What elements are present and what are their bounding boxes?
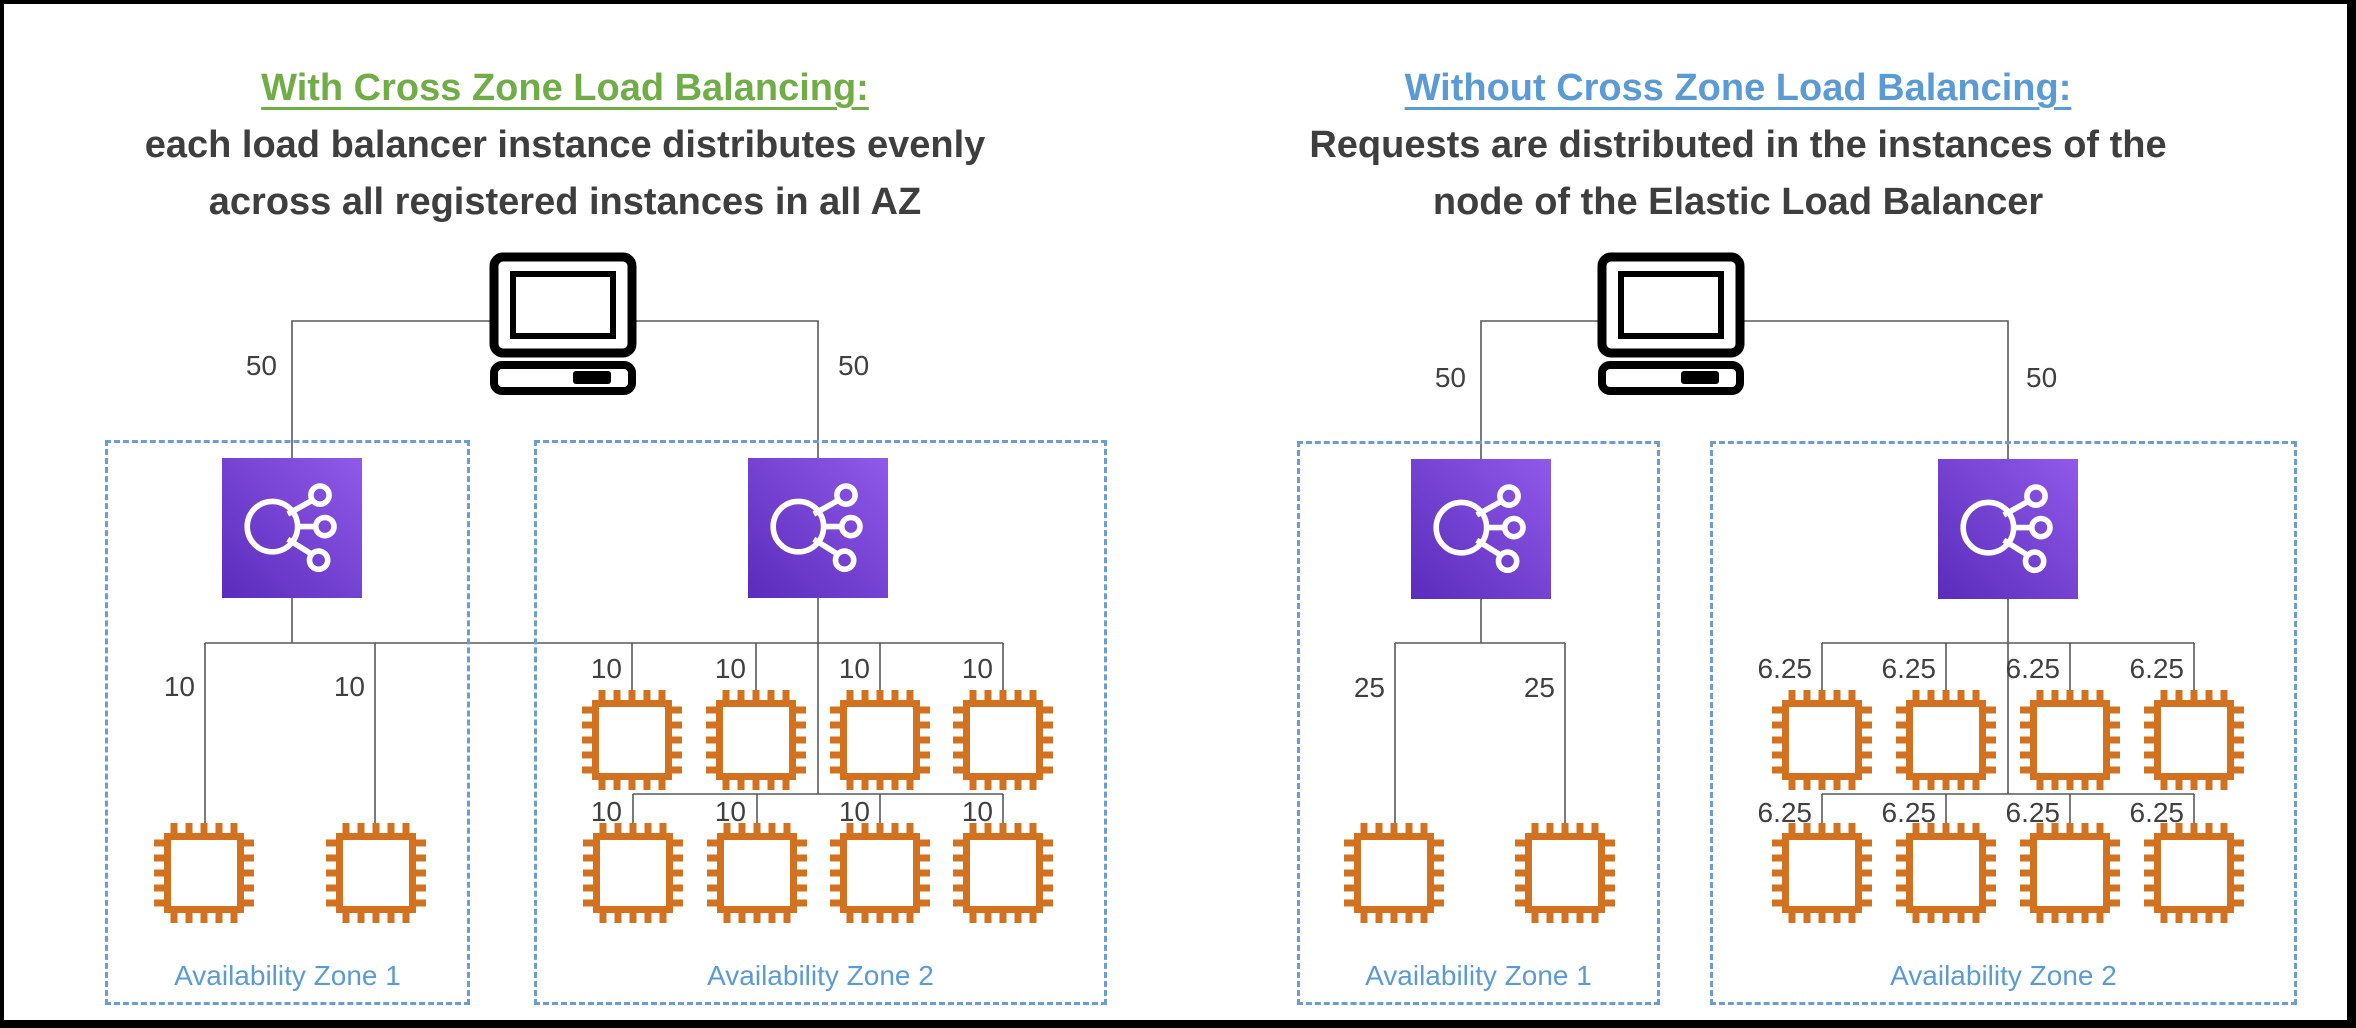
left-availability-zone-1-box: Availability Zone 1	[105, 440, 470, 1005]
traffic-label-6-25: 6.25	[2129, 653, 2185, 684]
traffic-label-6-25: 6.25	[2129, 797, 2185, 828]
right-diagram-header: Without Cross Zone Load Balancing: Reque…	[1238, 60, 2238, 231]
traffic-label-10: 10	[838, 653, 870, 684]
ec2-instance-chip-icon	[953, 823, 1053, 923]
ec2-instance-chip-icon	[2020, 823, 2120, 923]
right-availability-zone-1-box: Availability Zone 1	[1297, 441, 1660, 1005]
traffic-label-25: 25	[1523, 672, 1555, 703]
right-client-computer-icon	[1597, 252, 1745, 395]
right-diagram-title: Without Cross Zone Load Balancing:	[1404, 67, 2072, 109]
traffic-label-50: 50	[2026, 362, 2058, 393]
traffic-label-10: 10	[961, 653, 993, 684]
ec2-instance-chip-icon	[154, 823, 254, 923]
ec2-instance-chip-icon	[2144, 823, 2244, 923]
traffic-label-6-25: 6.25	[1757, 653, 1813, 684]
left-diagram-header: With Cross Zone Load Balancing: each loa…	[63, 60, 1067, 231]
traffic-label-10: 10	[590, 796, 622, 827]
left-az1-load-balancer-icon	[222, 458, 362, 598]
right-availability-zone-2-label: Availability Zone 2	[1890, 960, 2117, 991]
ec2-instance-chip-icon	[326, 823, 426, 923]
right-az2-load-balancer-icon	[1938, 459, 2078, 599]
traffic-label-10: 10	[163, 671, 195, 702]
ec2-instance-chip-icon	[830, 823, 930, 923]
ec2-instance-chip-icon	[1344, 823, 1444, 923]
traffic-label-6-25: 6.25	[1881, 653, 1937, 684]
left-diagram-title: With Cross Zone Load Balancing:	[261, 67, 869, 109]
left-client-computer-icon	[489, 252, 637, 395]
traffic-label-10: 10	[590, 653, 622, 684]
right-diagram-subtitle-line1: Requests are distributed in the instance…	[1309, 124, 2167, 166]
traffic-label-50: 50	[245, 350, 277, 381]
ec2-instance-chip-icon	[830, 690, 930, 790]
traffic-label-6-25: 6.25	[2005, 797, 2061, 828]
ec2-instance-chip-icon	[1896, 823, 1996, 923]
left-diagram-subtitle-line2: across all registered instances in all A…	[208, 181, 922, 223]
frame-border-top	[0, 0, 2356, 4]
frame-border-left	[0, 0, 4, 1028]
right-availability-zone-1-label: Availability Zone 1	[1365, 960, 1592, 991]
left-availability-zone-1-label: Availability Zone 1	[174, 960, 401, 991]
ec2-instance-chip-icon	[2020, 690, 2120, 790]
right-az1-load-balancer-icon	[1411, 459, 1551, 599]
ec2-instance-chip-icon	[707, 823, 807, 923]
ec2-instance-chip-icon	[706, 690, 806, 790]
ec2-instance-chip-icon	[583, 823, 683, 923]
left-az2-load-balancer-icon	[748, 458, 888, 598]
traffic-label-25: 25	[1353, 672, 1385, 703]
right-diagram-subtitle-line2: node of the Elastic Load Balancer	[1432, 181, 2044, 223]
traffic-label-50: 50	[838, 350, 870, 381]
traffic-label-10: 10	[714, 653, 746, 684]
left-availability-zone-2-box: Availability Zone 2	[534, 440, 1107, 1005]
left-diagram-subtitle-line1: each load balancer instance distributes …	[144, 124, 986, 166]
traffic-label-6-25: 6.25	[1757, 797, 1813, 828]
traffic-label-10: 10	[333, 671, 365, 702]
traffic-label-10: 10	[838, 796, 870, 827]
ec2-instance-chip-icon	[2144, 690, 2244, 790]
traffic-label-6-25: 6.25	[2005, 653, 2061, 684]
traffic-label-6-25: 6.25	[1881, 797, 1937, 828]
left-availability-zone-2-label: Availability Zone 2	[707, 960, 934, 991]
ec2-instance-chip-icon	[1772, 823, 1872, 923]
frame-border-right	[2347, 0, 2356, 1028]
ec2-instance-chip-icon	[1515, 823, 1615, 923]
traffic-label-10: 10	[961, 796, 993, 827]
ec2-instance-chip-icon	[582, 690, 682, 790]
right-availability-zone-2-box: Availability Zone 2	[1710, 441, 2297, 1005]
ec2-instance-chip-icon	[953, 690, 1053, 790]
ec2-instance-chip-icon	[1896, 690, 1996, 790]
traffic-label-10: 10	[714, 796, 746, 827]
traffic-label-50: 50	[1434, 362, 1466, 393]
frame-border-bottom	[0, 1020, 2356, 1028]
ec2-instance-chip-icon	[1772, 690, 1872, 790]
